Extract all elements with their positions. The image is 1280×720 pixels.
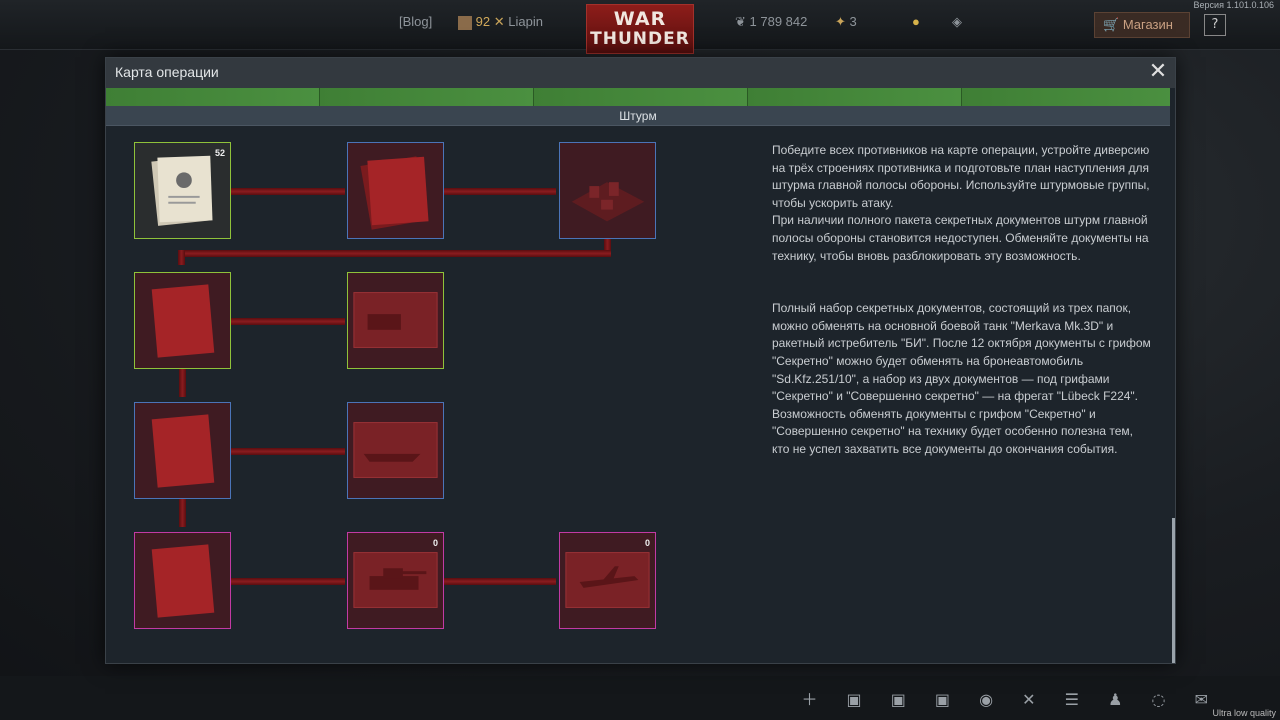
connector-line (443, 188, 556, 195)
node-count: 0 (432, 538, 438, 548)
silver-lions[interactable]: ❦ 1 789 842 (735, 14, 807, 30)
eagles-amount: 3 (849, 14, 857, 29)
war-thunder-logo: WAR THUNDER (586, 4, 694, 54)
description-paragraph: Полный набор секретных документов, состо… (772, 301, 1151, 456)
connector-line (178, 250, 611, 257)
tank-icon (353, 552, 438, 608)
version-label: Версия 1.101.0.106 (1193, 0, 1274, 10)
blog-link[interactable]: [Blog] (399, 14, 433, 29)
operation-description: Победите всех противников на карте опера… (772, 142, 1152, 494)
map-node-folder[interactable] (134, 402, 231, 499)
operation-map: 52 (106, 126, 766, 665)
map-node-secret-docs[interactable]: 52 (134, 142, 231, 239)
lion-icon: ❦ (735, 14, 746, 29)
crossed-swords-icon: ✕ (493, 14, 505, 29)
connector-line (178, 250, 185, 265)
jet-icon (565, 552, 650, 608)
progress-strip (106, 88, 1170, 106)
golden-eagles[interactable]: ✦ 3 (835, 14, 857, 30)
silver-amount: 1 789 842 (749, 14, 808, 29)
connector-line (230, 578, 345, 585)
folder-icon (360, 156, 429, 230)
connector-line (604, 238, 611, 257)
map-node-naval[interactable] (347, 402, 444, 499)
bottom-bar: ＋ ▣ ▣ ▣ ◉ ✕ ☰ ♟ ◌ ✉ Ultra low quality (0, 676, 1280, 720)
help-button[interactable]: ? (1204, 14, 1226, 36)
section-header: Штурм (106, 106, 1170, 126)
node-count: 0 (644, 538, 650, 548)
buildings-icon (571, 182, 645, 222)
connector-line (230, 448, 345, 455)
connector-line (179, 499, 186, 527)
shop-label: Магазин (1122, 17, 1173, 32)
map-node-folder[interactable] (347, 142, 444, 239)
player-name: Liapin (508, 14, 543, 29)
map-node-tank-reward[interactable]: 0 (347, 532, 444, 629)
description-paragraph: Победите всех противников на карте опера… (772, 143, 1150, 263)
dialog-title: Карта операции (115, 64, 219, 80)
folder-icon (151, 414, 215, 488)
map-node-battle[interactable] (347, 272, 444, 369)
folder-icon (151, 284, 215, 358)
node-count: 52 (214, 148, 225, 158)
crate-icon[interactable]: ◈ (952, 14, 962, 29)
connector-line (230, 318, 345, 325)
player-avatar[interactable]: 92 ✕ Liapin (458, 14, 543, 30)
connector-line (179, 369, 186, 397)
map-node-folder[interactable] (134, 272, 231, 369)
player-level: 92 (475, 14, 491, 29)
cart-icon: 🛒 (1103, 17, 1120, 32)
battle-image-icon (353, 292, 438, 348)
folder-icon (151, 544, 215, 618)
map-node-jet-reward[interactable]: 0 (559, 532, 656, 629)
documents-icon (151, 155, 213, 226)
scrollbar[interactable] (1172, 518, 1175, 663)
connector-line (230, 188, 345, 195)
section-title: Штурм (619, 109, 657, 123)
map-node-folder[interactable] (134, 532, 231, 629)
lightbulb-icon[interactable]: ● (912, 14, 920, 29)
map-node-structures[interactable] (559, 142, 656, 239)
ship-image-icon (353, 422, 438, 478)
bottom-toolbar-icons[interactable]: ＋ ▣ ▣ ▣ ◉ ✕ ☰ ♟ ◌ ✉ (801, 690, 1220, 709)
logo-line-1: WAR (613, 8, 667, 30)
logo-line-2: THUNDER (590, 29, 690, 49)
eagle-icon: ✦ (835, 14, 846, 29)
quality-label: Ultra low quality (1212, 708, 1276, 718)
operation-map-dialog: Карта операции ✕ Штурм 52 (105, 57, 1176, 664)
connector-line (443, 578, 556, 585)
shop-button[interactable]: 🛒 Магазин (1094, 12, 1190, 38)
close-icon[interactable]: ✕ (1148, 59, 1168, 84)
avatar (458, 15, 472, 30)
dialog-header: Карта операции ✕ (106, 58, 1175, 88)
